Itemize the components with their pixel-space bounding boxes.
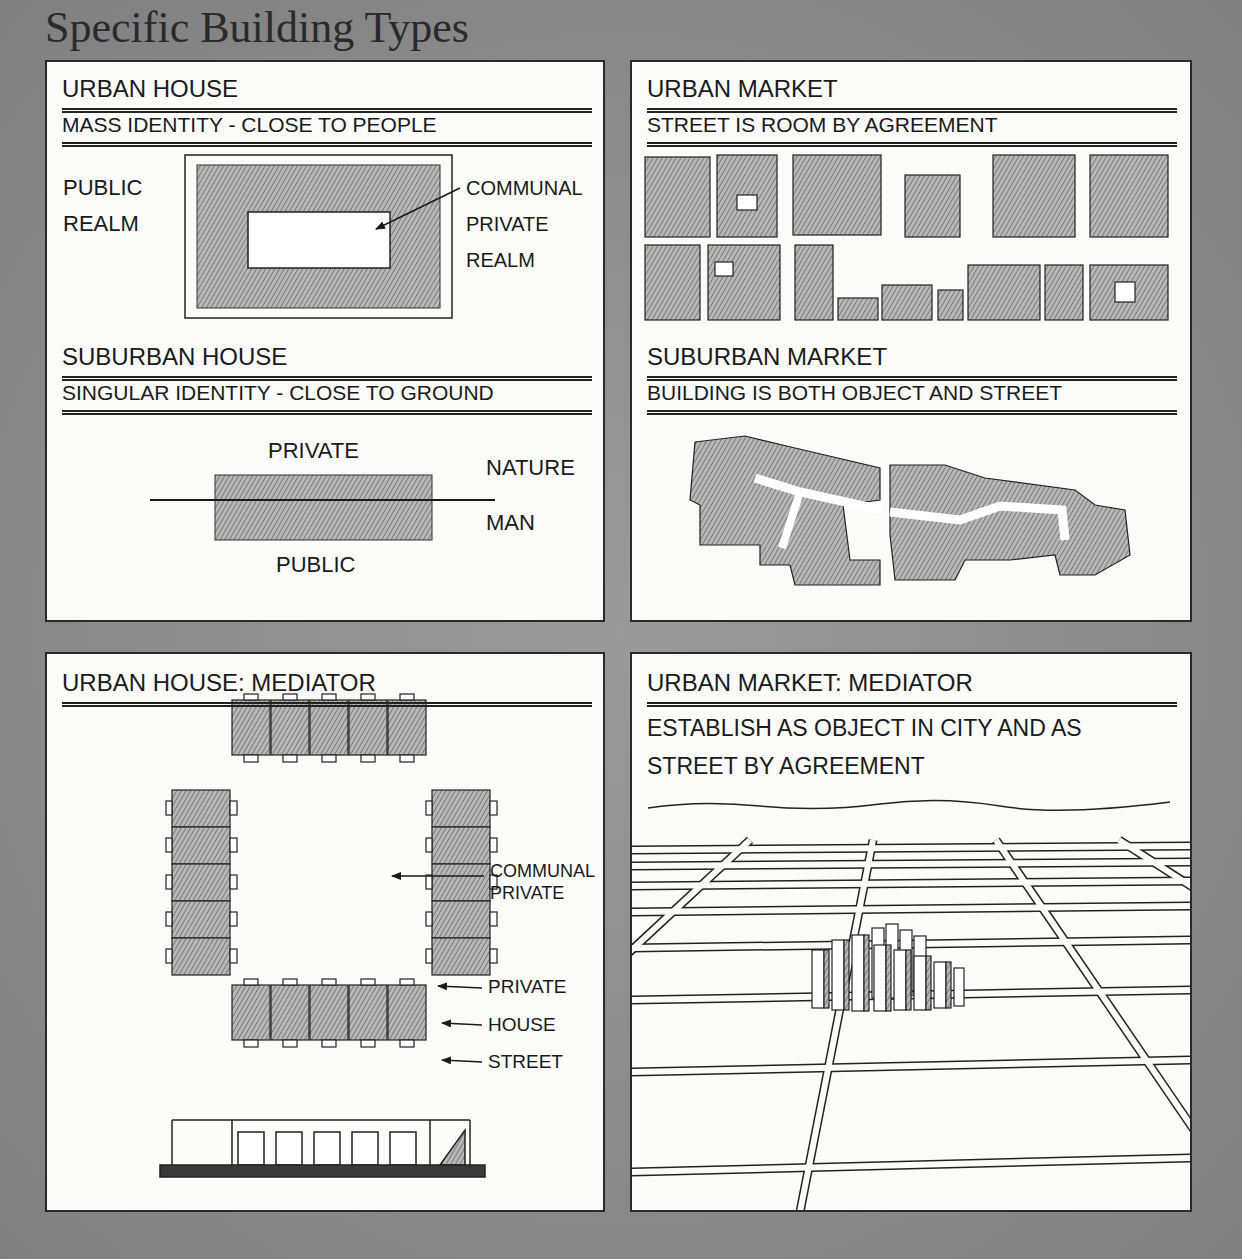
panel-heading: SUBURBAN HOUSE [62,342,592,381]
panel-heading: URBAN HOUSE: MEDIATOR [62,668,592,707]
panel-subheading: ESTABLISH AS OBJECT IN CITY AND AS STREE… [647,709,1177,785]
building-type-panel: URBAN HOUSE: MEDIATOR [45,652,605,1212]
realm-label: PRIVATE [488,975,566,998]
panel-ground [630,60,1192,622]
realm-label: NATURE [486,455,575,481]
suburban-house-plan [150,475,495,540]
courtyard-houses-plan [166,694,497,1062]
panel-ground [45,652,605,1212]
realm-label: PUBLIC [276,552,355,578]
panel-subheading: MASS IDENTITY - CLOSE TO PEOPLE [62,112,592,147]
panel-heading: SUBURBAN MARKET [647,342,1177,381]
courtyard-section [160,1120,485,1177]
building-type-panel: URBAN HOUSEMASS IDENTITY - CLOSE TO PEOP… [45,60,605,622]
realm-label: STREET [488,1050,563,1073]
panel-ground [630,652,1192,1212]
city-grid-perspective [632,800,1190,1210]
building-type-panel: URBAN MARKET: MEDIATORESTABLISH AS OBJEC… [630,652,1192,1212]
urban-house-plan [185,155,460,318]
realm-label: PRIVATE [268,438,359,464]
suburban-market-plan [690,436,1130,585]
realm-label: HOUSE [488,1013,556,1036]
realm-label: COMMUNAL PRIVATE REALM [466,170,582,278]
urban-market-plan [645,155,1168,320]
panel-heading: URBAN HOUSE [62,74,592,113]
realm-label: COMMUNAL PRIVATE [490,860,594,904]
tower-cluster [812,924,964,1011]
panel-subheading: BUILDING IS BOTH OBJECT AND STREET [647,380,1177,415]
panel-subheading: STREET IS ROOM BY AGREEMENT [647,112,1177,147]
panel-heading: URBAN MARKET: MEDIATOR [647,668,1177,707]
realm-label: PUBLIC REALM [63,170,142,242]
building-type-panel: URBAN MARKETSTREET IS ROOM BY AGREEMENT S… [630,60,1192,622]
panel-ground [45,60,605,622]
realm-label: MAN [486,510,535,536]
page-title: Specific Building Types [45,0,469,56]
panel-heading: URBAN MARKET [647,74,1177,113]
panel-subheading: SINGULAR IDENTITY - CLOSE TO GROUND [62,380,592,415]
